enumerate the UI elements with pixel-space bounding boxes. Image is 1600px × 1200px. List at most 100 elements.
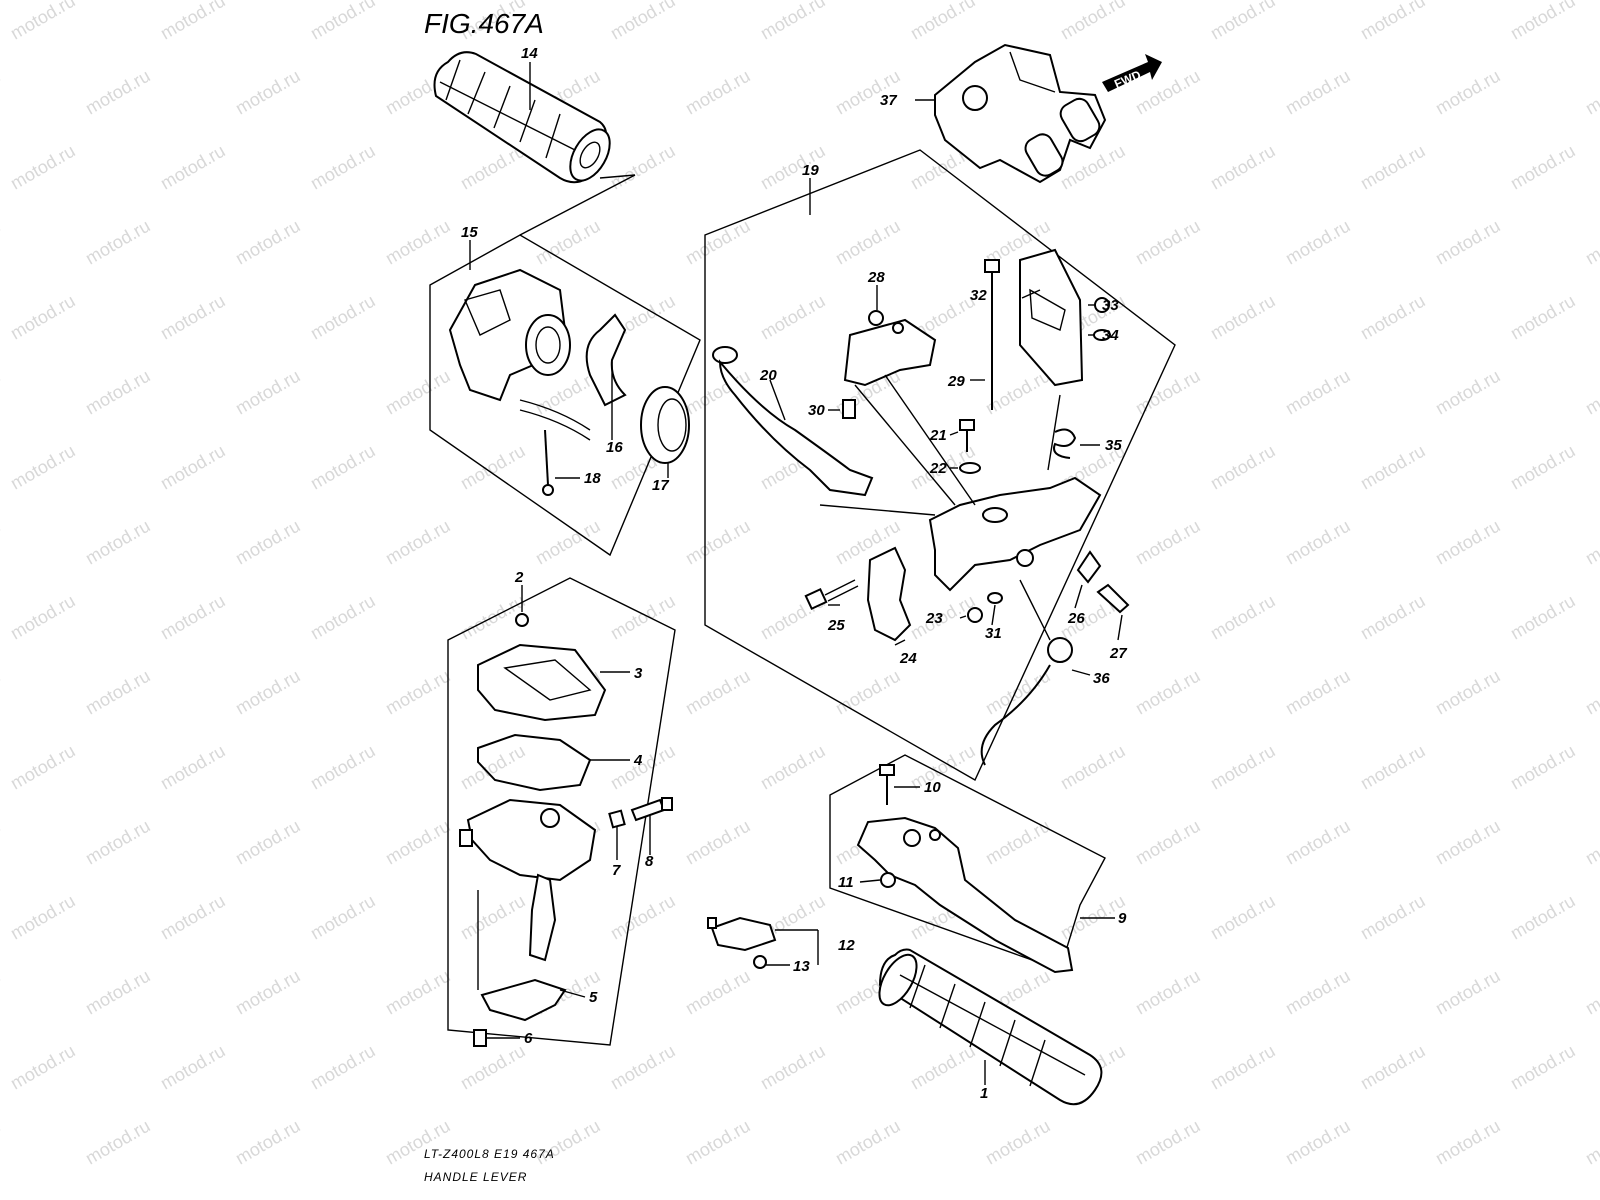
- watermark-text: motod.ru: [757, 1041, 829, 1094]
- clamp-ring: [640, 386, 690, 464]
- watermark-text: motod.ru: [382, 666, 454, 719]
- watermark-text: motod.ru: [232, 666, 304, 719]
- part-labels: 14 15 37 16 17 18 19 20 28 32 33 34 29 3…: [461, 45, 1127, 1102]
- part-label: 14: [521, 45, 538, 62]
- part-label: 31: [985, 625, 1002, 642]
- watermark-text: motod.ru: [532, 516, 604, 569]
- watermark-text: motod.ru: [307, 291, 379, 344]
- screw-2: [515, 613, 529, 627]
- watermark-text: motod.ru: [1432, 966, 1504, 1019]
- watermark-text: motod.ru: [232, 66, 304, 119]
- watermark-text: motod.ru: [1207, 0, 1279, 43]
- watermark-text: motod.ru: [1057, 741, 1129, 794]
- watermark-text: motod.ru: [307, 441, 379, 494]
- watermark-text: motod.ru: [607, 591, 679, 644]
- watermark-text: motod.ru: [607, 0, 679, 43]
- part-label: 29: [947, 373, 965, 390]
- watermark-text: motod.ru: [607, 891, 679, 944]
- watermark-text: motod.ru: [0, 816, 4, 869]
- watermark-text: motod.ru: [1507, 1041, 1579, 1094]
- gasket-4: [477, 733, 592, 792]
- watermark-text: motod.ru: [1357, 441, 1429, 494]
- watermark-text: motod.ru: [82, 366, 154, 419]
- part-label: 26: [1067, 610, 1085, 627]
- watermark-text: motod.ru: [82, 666, 154, 719]
- watermark-text: motod.ru: [1282, 666, 1354, 719]
- part-label: 9: [1118, 910, 1127, 927]
- screw-18: [542, 429, 554, 496]
- frame-group-19: [704, 149, 1176, 781]
- watermark-text: motod.ru: [7, 441, 79, 494]
- watermark-text: motod.ru: [1507, 441, 1579, 494]
- watermark-text: motod.ru: [7, 741, 79, 794]
- figure-title: FIG.467A: [424, 8, 544, 39]
- watermark-text: motod.ru: [1432, 216, 1504, 269]
- watermark-text: motod.ru: [232, 966, 304, 1019]
- watermark-text: motod.ru: [1207, 291, 1279, 344]
- nut-23: [967, 607, 983, 623]
- bolt-8: [630, 797, 673, 822]
- watermark-text: motod.ru: [82, 66, 154, 119]
- watermark-text: motod.ru: [157, 591, 229, 644]
- watermark-text: motod.ru: [832, 216, 904, 269]
- watermark-text: motod.ru: [1132, 1116, 1204, 1169]
- frame-group-9: [829, 754, 1106, 971]
- part-label: 15: [461, 224, 478, 241]
- watermark-text: motod.ru: [232, 816, 304, 869]
- watermark-text: motod.ru: [1207, 741, 1279, 794]
- watermark-text: motod.ru: [682, 1116, 754, 1169]
- watermark-text: motod.ru: [307, 891, 379, 944]
- model-code: LT-Z400L8 E19 467A: [424, 1147, 555, 1161]
- part-label: 35: [1105, 437, 1122, 454]
- watermark-text: motod.ru: [7, 291, 79, 344]
- cover-26: [1076, 550, 1102, 584]
- bolt-27: [1096, 583, 1130, 614]
- watermark-text: motod.ru: [307, 0, 379, 43]
- watermark-text: motod.ru: [607, 141, 679, 194]
- watermark-text: motod.ru: [682, 966, 754, 1019]
- watermark-text: motod.ru: [1582, 666, 1600, 719]
- watermark-text: motod.ru: [157, 891, 229, 944]
- part-label: 24: [899, 650, 917, 667]
- watermark-text: motod.ru: [82, 216, 154, 269]
- watermark-text: motod.ru: [832, 666, 904, 719]
- watermark-text: motod.ru: [607, 1041, 679, 1094]
- plate-32: [1019, 248, 1084, 387]
- watermark-text: motod.ru: [1207, 441, 1279, 494]
- part-label: 12: [838, 937, 855, 954]
- watermark-text: motod.ru: [682, 66, 754, 119]
- watermark-text: motod.ru: [82, 816, 154, 869]
- watermark-text: motod.ru: [1507, 291, 1579, 344]
- part-label: 18: [584, 470, 601, 487]
- watermark-text: motod.ru: [7, 891, 79, 944]
- watermark-text: motod.ru: [7, 141, 79, 194]
- watermark-text: motod.ru: [1282, 66, 1354, 119]
- leader-lines: [469, 62, 1123, 1085]
- watermark-text: motod.ru: [1432, 366, 1504, 419]
- part-label: 20: [759, 367, 777, 384]
- part-label: 37: [880, 92, 897, 109]
- watermark-text: motod.ru: [457, 1041, 529, 1094]
- bolt-10: [879, 764, 895, 805]
- watermark-text: motod.ru: [1357, 291, 1429, 344]
- watermark-text: motod.ru: [1132, 516, 1204, 569]
- watermark-text: motod.ru: [0, 1116, 4, 1169]
- watermark-text: motod.ru: [1582, 516, 1600, 569]
- watermark-text: motod.ru: [907, 0, 979, 43]
- watermark-text: motod.ru: [682, 666, 754, 719]
- watermark-text: motod.ru: [1432, 816, 1504, 869]
- watermark-text: motod.ru: [157, 291, 229, 344]
- part-label: 7: [612, 862, 621, 879]
- watermark-text: motod.ru: [1357, 1041, 1429, 1094]
- part-label: 33: [1102, 297, 1119, 314]
- watermark-text: motod.ru: [757, 0, 829, 43]
- pin-21: [959, 419, 975, 452]
- watermark-text: motod.ru: [757, 741, 829, 794]
- part-label: 17: [652, 477, 669, 494]
- watermark-text: motod.ru: [7, 1041, 79, 1094]
- watermark-text: motod.ru: [82, 516, 154, 569]
- watermark-text: motod.ru: [682, 216, 754, 269]
- watermark-text: motod.ru: [1357, 891, 1429, 944]
- watermark-text: motod.ru: [682, 816, 754, 869]
